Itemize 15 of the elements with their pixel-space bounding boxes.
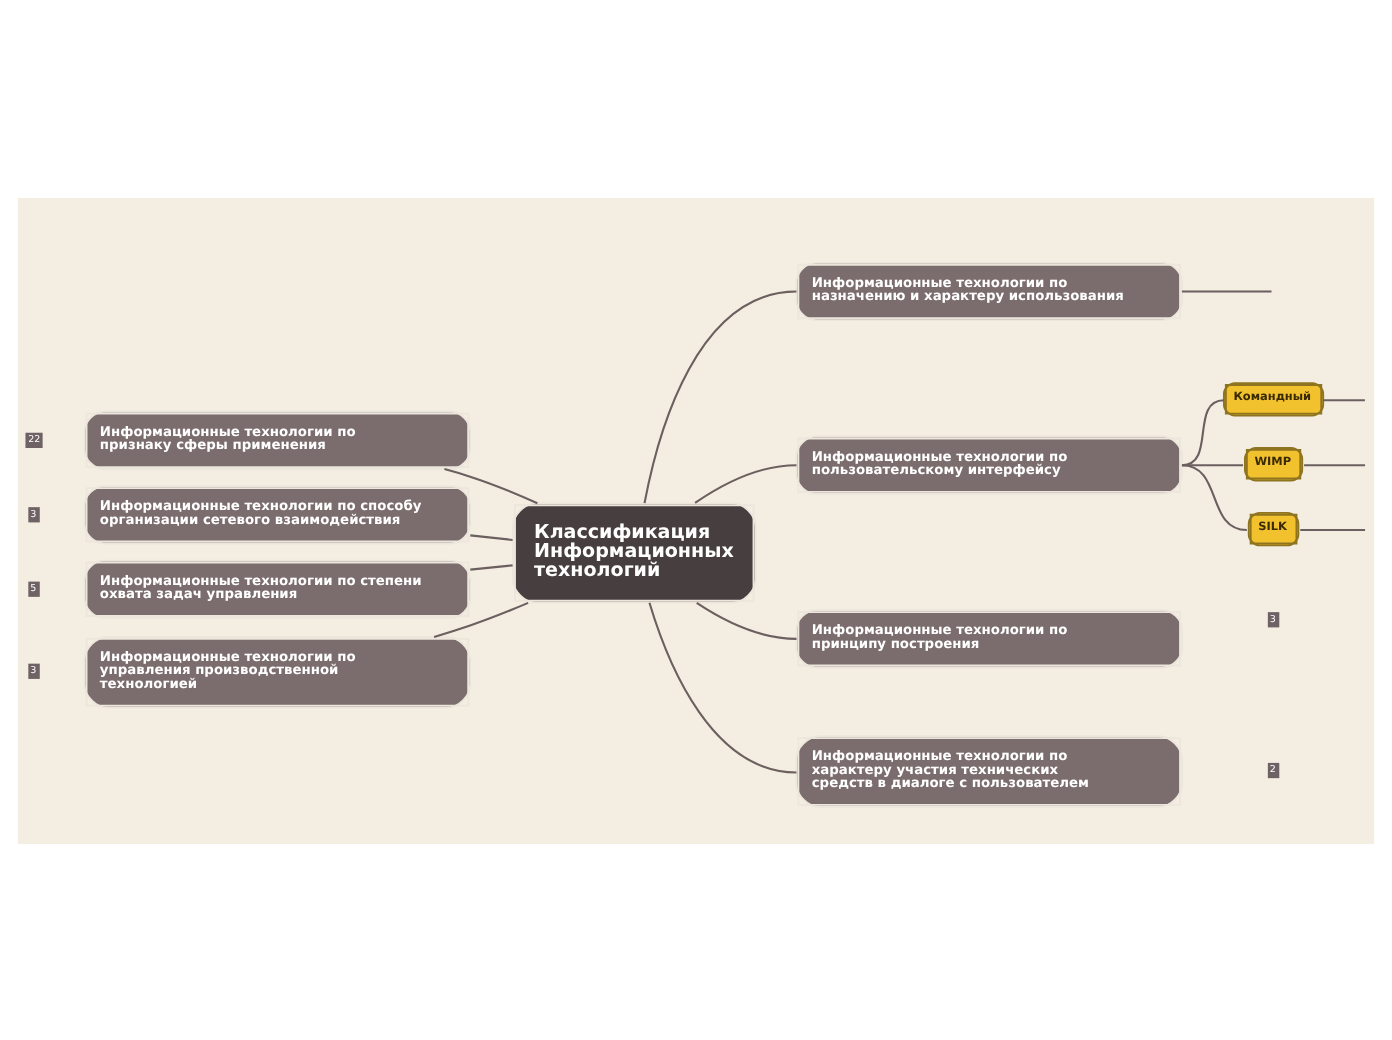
connector (694, 463, 797, 503)
connector (470, 533, 513, 540)
connector (1181, 398, 1225, 466)
connector (433, 600, 529, 637)
connector (696, 601, 797, 639)
connector (1300, 528, 1366, 531)
connector (1181, 463, 1244, 466)
connector (1181, 463, 1247, 531)
connector (648, 601, 797, 773)
connector (1304, 463, 1366, 466)
connector (470, 563, 513, 570)
connector (444, 467, 538, 504)
connector (643, 289, 797, 503)
connector (1323, 398, 1365, 401)
connector (1181, 289, 1272, 292)
